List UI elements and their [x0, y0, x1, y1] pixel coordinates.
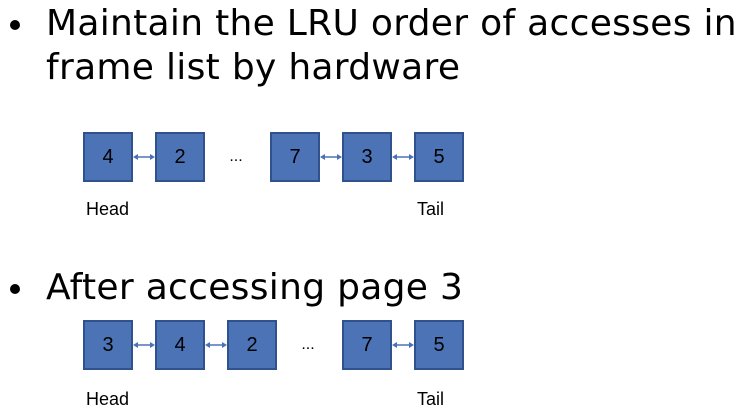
bidirectional-arrow-icon — [320, 154, 342, 160]
head-label: Head — [86, 199, 130, 219]
bullet-2: After accessing page 3 — [0, 266, 748, 310]
ellipsis: ... — [301, 336, 315, 353]
bullet-dot — [10, 20, 20, 30]
node-before-3: 7 — [270, 132, 320, 182]
tail-label: Tail — [417, 199, 445, 219]
bullet-2-line-1: After accessing page 3 — [46, 267, 464, 308]
bidirectional-arrow-icon — [133, 154, 155, 160]
node-before-4: 3 — [342, 132, 392, 182]
node-after-3: 2 — [227, 320, 277, 370]
bidirectional-arrow-icon — [133, 342, 155, 348]
tail-label: Tail — [417, 389, 445, 409]
bullet-dot — [10, 284, 20, 294]
bidirectional-arrow-icon — [392, 154, 414, 160]
ellipsis: ... — [229, 148, 243, 165]
bullet-1-cont: frame list by hardware — [0, 46, 748, 90]
node-after-4: 7 — [342, 320, 392, 370]
bullet-1: Maintain the LRU order of accesses in — [0, 2, 748, 46]
head-label: Head — [86, 389, 130, 409]
bidirectional-arrow-icon — [392, 342, 414, 348]
node-after-5: 5 — [414, 320, 464, 370]
bidirectional-arrow-icon — [205, 342, 227, 348]
node-before-5: 5 — [414, 132, 464, 182]
bullet-1-line-1: Maintain the LRU order of accesses in — [46, 3, 737, 44]
node-before-2: 2 — [155, 132, 205, 182]
node-after-1: 3 — [83, 320, 133, 370]
bullet-1-line-2: frame list by hardware — [46, 47, 461, 88]
node-before-1: 4 — [83, 132, 133, 182]
node-after-2: 4 — [155, 320, 205, 370]
